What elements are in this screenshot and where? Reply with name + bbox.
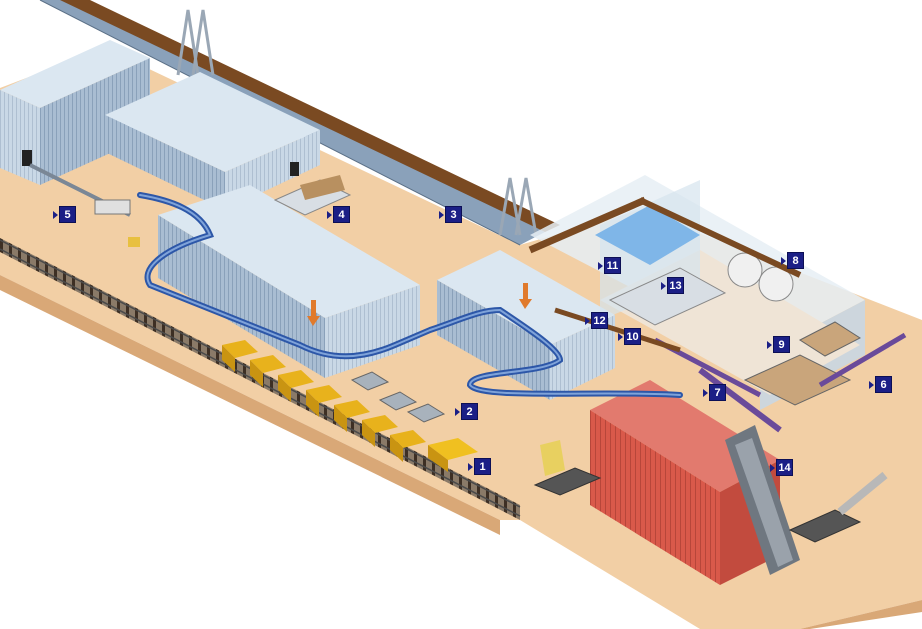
callout-marker[interactable]: 13: [661, 277, 684, 294]
callout-marker[interactable]: 6: [869, 376, 892, 393]
marker-label: 9: [778, 338, 785, 351]
pointer-icon: [585, 317, 590, 325]
tower-frame-right: [498, 177, 538, 236]
processing-hall: [528, 175, 907, 433]
pointer-icon: [53, 211, 58, 219]
marker-label: 2: [466, 405, 473, 418]
callout-marker[interactable]: 2: [455, 403, 478, 420]
callout-marker[interactable]: 14: [770, 459, 793, 476]
blue-conveyor-highlight: [139, 194, 681, 396]
weighing-station: [273, 175, 352, 216]
pointer-icon: [618, 333, 623, 341]
marker-label: 12: [593, 314, 606, 327]
callout-marker[interactable]: 3: [439, 206, 462, 223]
building-far-left: [0, 40, 150, 185]
building-second: [105, 72, 320, 210]
pointer-icon: [598, 262, 603, 270]
pointer-icon: [468, 463, 473, 471]
marker-label: 7: [714, 386, 721, 399]
callout-marker[interactable]: 8: [781, 252, 804, 269]
pointer-icon: [327, 211, 332, 219]
pointer-icon: [455, 408, 460, 416]
callout-marker[interactable]: 1: [468, 458, 491, 475]
marker-label: 13: [669, 279, 682, 292]
tower-frame-left: [176, 9, 215, 76]
pointer-icon: [770, 464, 775, 472]
marker-label: 11: [606, 259, 619, 272]
marker-label: 14: [778, 461, 791, 474]
tipper-bins: [350, 371, 446, 423]
rail-hopper-cars: [222, 340, 478, 472]
pointer-icon: [703, 389, 708, 397]
callout-marker[interactable]: 9: [767, 336, 790, 353]
callout-marker[interactable]: 5: [53, 206, 76, 223]
drop-arrow-right: [519, 283, 532, 309]
marker-label: 5: [64, 208, 71, 221]
pointer-icon: [661, 282, 666, 290]
marker-label: 3: [450, 208, 457, 221]
callout-marker[interactable]: 7: [703, 384, 726, 401]
packing-line: [29, 163, 140, 247]
marker-label: 1: [479, 460, 486, 473]
pointer-icon: [439, 211, 444, 219]
drop-arrow-centre: [307, 300, 320, 326]
pointer-icon: [767, 341, 772, 349]
marker-label: 4: [338, 208, 345, 221]
marker-label: 10: [626, 330, 639, 343]
pointer-icon: [781, 257, 786, 265]
marker-label: 6: [880, 378, 887, 391]
truck-unloader-left: [533, 440, 602, 496]
truck-unloader-right: [788, 471, 888, 543]
pointer-icon: [869, 381, 874, 389]
marker-label: 8: [792, 254, 799, 267]
callout-marker[interactable]: 4: [327, 206, 350, 223]
callout-marker[interactable]: 10: [618, 328, 641, 345]
callout-marker[interactable]: 12: [585, 312, 608, 329]
callout-marker[interactable]: 11: [598, 257, 621, 274]
bucket-elevator: [725, 425, 800, 575]
